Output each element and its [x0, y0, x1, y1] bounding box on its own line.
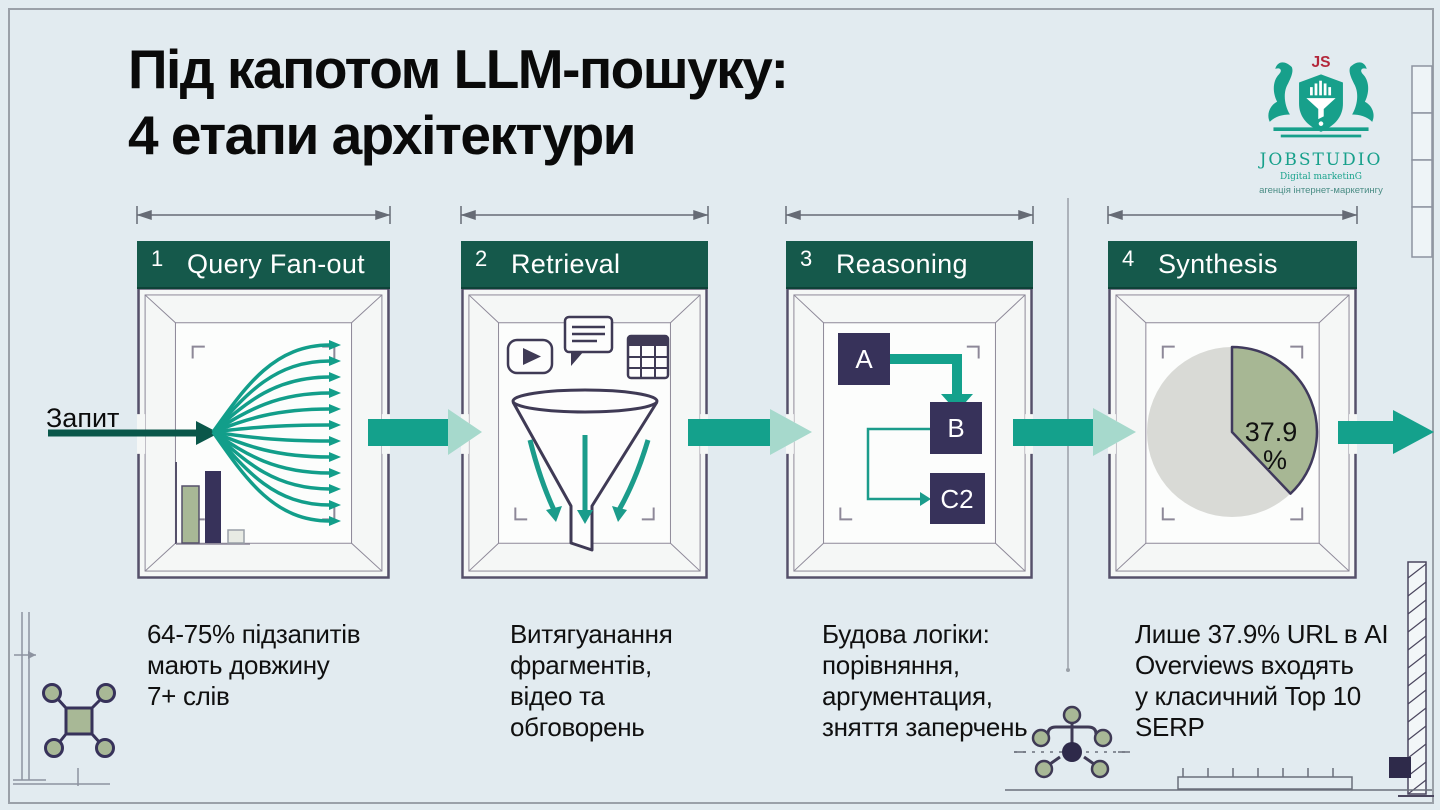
- connector-arrow-2: [688, 409, 812, 455]
- exit-arrow: [1338, 410, 1434, 454]
- stage-2-number: 2: [475, 246, 488, 271]
- chat-icon: [563, 315, 614, 366]
- stage-3-title: Reasoning: [836, 248, 968, 279]
- node-c2-box: [930, 473, 985, 524]
- mini-bar-chart: [175, 462, 250, 545]
- stage-4-description: Лише 37.9% URL в AI Overviews входять у …: [1135, 619, 1389, 742]
- logo-name: JOBSTUDIO: [1259, 150, 1383, 170]
- node-a-box: [838, 333, 890, 385]
- left-border-details: [13, 612, 110, 786]
- stage-2-title: Retrieval: [511, 248, 621, 279]
- logo-crest-icon: JS: [1268, 54, 1374, 138]
- stage-3-number: 3: [800, 246, 813, 271]
- stage-2-header: 2 Retrieval: [461, 241, 708, 287]
- logo-tagline-1: Digital marketinG: [1280, 172, 1362, 182]
- page-title: Під капотом LLM-пошуку: 4 етапи архітект…: [128, 38, 789, 166]
- stage-4-number: 4: [1122, 246, 1135, 271]
- node-b-box: [930, 402, 982, 454]
- stage-1-title: Query Fan-out: [187, 248, 365, 279]
- connector-arrow-3: [1013, 408, 1136, 456]
- drone-icon: [42, 683, 116, 758]
- node-a-label: A: [855, 344, 873, 374]
- connector-arrow-1: [368, 409, 482, 455]
- stage-2-description: Витягуанання фрагментів, відео та обгово…: [510, 619, 673, 742]
- hatch-bar-right: [1398, 561, 1434, 797]
- funnel-in-arrows: [527, 435, 651, 524]
- node-b-label: B: [947, 413, 964, 443]
- wall-detail-top-right: [1411, 65, 1433, 258]
- measure-comb-bottom-right: [1005, 757, 1432, 791]
- stage-3-header: 3 Reasoning: [786, 241, 1033, 287]
- stage-3-description: Будова логіки: порівняння, аргументация,…: [822, 619, 1028, 742]
- play-icon: [506, 338, 554, 375]
- dimension-line-2: [460, 206, 709, 224]
- reasoning-diagram: A B C2: [838, 333, 985, 524]
- entry-arrow: [48, 421, 219, 445]
- dimension-line-3: [785, 206, 1034, 224]
- stage-1-number: 1: [151, 246, 164, 271]
- stage-1-description: 64-75% підзапитів мають довжину 7+ слів: [147, 619, 361, 711]
- dimension-lines: [136, 206, 1358, 224]
- node-c2-label: C2: [940, 484, 973, 514]
- logo: JS JOBSTUDIO Digital marketinG агенція і…: [1243, 50, 1399, 196]
- query-input-label: Запит: [46, 403, 120, 433]
- dimension-line-1: [136, 206, 391, 224]
- table-icon: [626, 334, 670, 380]
- stage-4-title: Synthesis: [1158, 248, 1278, 279]
- svg-text:JS: JS: [1312, 54, 1331, 71]
- stage-4-header: 4 Synthesis: [1108, 241, 1357, 287]
- room-3: [786, 287, 1033, 579]
- molecule-icon: [1014, 705, 1130, 779]
- pie-chart: 37.9 %: [1147, 345, 1319, 517]
- pie-value-label: 37.9: [1245, 417, 1298, 447]
- stage-1-header: 1 Query Fan-out: [137, 241, 390, 287]
- pie-unit-label: %: [1263, 445, 1287, 475]
- dimension-line-4: [1107, 206, 1358, 224]
- fan-out-arrows: [211, 340, 341, 526]
- logo-tagline-2: агенція інтернет-маркетингу: [1259, 185, 1383, 196]
- filled-square-marker: [1389, 757, 1411, 778]
